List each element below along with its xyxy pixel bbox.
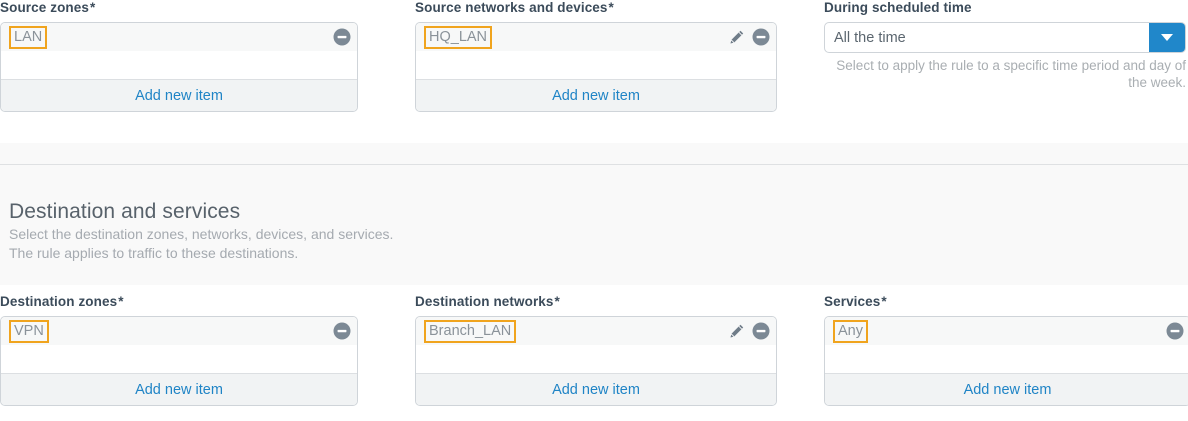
row-actions	[728, 28, 770, 46]
label-source-zones: Source zones*	[0, 0, 374, 16]
section-subtitle-line-1: Select the destination zones, networks, …	[9, 226, 394, 242]
field-destination-zones: Destination zones* VPN	[0, 294, 374, 406]
listbox-empty-row	[1, 52, 357, 80]
minus-circle-icon[interactable]	[1166, 322, 1184, 340]
label-text: Source zones	[0, 0, 89, 15]
add-new-item-label: Add new item	[135, 87, 223, 104]
required-asterisk: *	[118, 294, 124, 309]
list-item[interactable]: Branch_LAN	[416, 317, 776, 346]
add-new-item-label: Add new item	[135, 381, 223, 398]
schedule-select-value[interactable]: All the time	[834, 29, 906, 46]
listbox-source-zones: LAN Add new item	[0, 22, 358, 112]
minus-circle-icon[interactable]	[752, 322, 770, 340]
destination-criteria-row: Destination zones* VPN	[0, 294, 1188, 406]
chevron-down-icon	[1161, 34, 1173, 41]
minus-circle-icon[interactable]	[333, 28, 351, 46]
required-asterisk: *	[608, 0, 614, 15]
field-during-scheduled-time: During scheduled time All the time Selec…	[824, 0, 1188, 112]
schedule-select[interactable]: All the time	[824, 22, 1186, 53]
spacer	[779, 0, 824, 112]
row-actions	[728, 322, 770, 340]
add-new-item-button-destination-networks[interactable]: Add new item	[416, 374, 776, 405]
minus-circle-icon[interactable]	[333, 322, 351, 340]
listbox-empty-row	[1, 346, 357, 374]
schedule-help-text: Select to apply the rule to a specific t…	[836, 58, 1186, 90]
listbox-destination-zones: VPN Add new item	[0, 316, 358, 406]
destination-section-header: Destination and services Select the dest…	[9, 199, 609, 263]
list-item[interactable]: HQ_LAN	[416, 23, 776, 52]
label-destination-zones: Destination zones*	[0, 294, 374, 310]
add-new-item-label: Add new item	[963, 381, 1052, 398]
row-actions	[333, 322, 351, 340]
add-new-item-label: Add new item	[552, 87, 640, 104]
tag-chip[interactable]: VPN	[9, 319, 49, 343]
field-source-networks-devices: Source networks and devices* HQ_LAN	[415, 0, 779, 112]
listbox-source-networks-devices: HQ_LAN	[415, 22, 777, 112]
listbox-services: Any Add new item	[824, 316, 1188, 406]
section-divider	[0, 164, 1188, 165]
tag-chip[interactable]: HQ_LAN	[424, 25, 493, 49]
listbox-empty-row	[416, 346, 776, 374]
label-destination-networks: Destination networks*	[415, 294, 779, 310]
field-source-zones: Source zones* LAN	[0, 0, 374, 112]
label-text: Services	[824, 294, 881, 309]
section-subtitle-line-2: The rule applies to traffic to these des…	[9, 245, 299, 261]
row-actions	[333, 28, 351, 46]
required-asterisk	[972, 0, 973, 15]
list-item[interactable]: VPN	[1, 317, 357, 346]
spacer	[779, 294, 824, 406]
label-source-networks-devices: Source networks and devices*	[415, 0, 779, 16]
required-asterisk: *	[89, 0, 96, 15]
list-item[interactable]: Any	[825, 317, 1188, 346]
add-new-item-button-services[interactable]: Add new item	[825, 374, 1188, 405]
spacer	[374, 294, 415, 406]
add-new-item-button-source-zones[interactable]: Add new item	[1, 80, 357, 111]
source-criteria-row: Source zones* LAN	[0, 0, 1188, 112]
section-title: Destination and services	[9, 200, 241, 223]
field-destination-networks: Destination networks* Branch_LAN	[415, 294, 779, 406]
listbox-empty-row	[416, 52, 776, 80]
label-text: Source networks and devices	[415, 0, 608, 15]
list-item[interactable]: LAN	[1, 23, 357, 52]
tag-chip[interactable]: Any	[833, 319, 868, 343]
tag-chip[interactable]: LAN	[9, 25, 48, 49]
field-services: Services* Any Add	[824, 294, 1188, 406]
destination-section-band	[0, 143, 1188, 285]
row-actions	[1166, 322, 1184, 340]
required-asterisk: *	[554, 294, 560, 309]
schedule-select-toggle[interactable]	[1149, 23, 1185, 52]
add-new-item-button-destination-zones[interactable]: Add new item	[1, 374, 357, 405]
pencil-icon[interactable]	[728, 29, 745, 46]
label-services: Services*	[824, 294, 1188, 310]
required-asterisk: *	[881, 294, 887, 309]
listbox-empty-row	[825, 346, 1188, 374]
minus-circle-icon[interactable]	[752, 28, 770, 46]
add-new-item-button-source-networks[interactable]: Add new item	[416, 80, 776, 111]
add-new-item-label: Add new item	[552, 381, 640, 398]
label-text: Destination networks	[415, 294, 554, 309]
spacer	[374, 0, 415, 112]
listbox-destination-networks: Branch_LAN	[415, 316, 777, 406]
tag-chip[interactable]: Branch_LAN	[424, 319, 517, 343]
label-text: During scheduled time	[824, 0, 972, 15]
label-text: Destination zones	[0, 294, 118, 309]
pencil-icon[interactable]	[728, 323, 745, 340]
label-during-scheduled-time: During scheduled time	[824, 0, 1188, 16]
